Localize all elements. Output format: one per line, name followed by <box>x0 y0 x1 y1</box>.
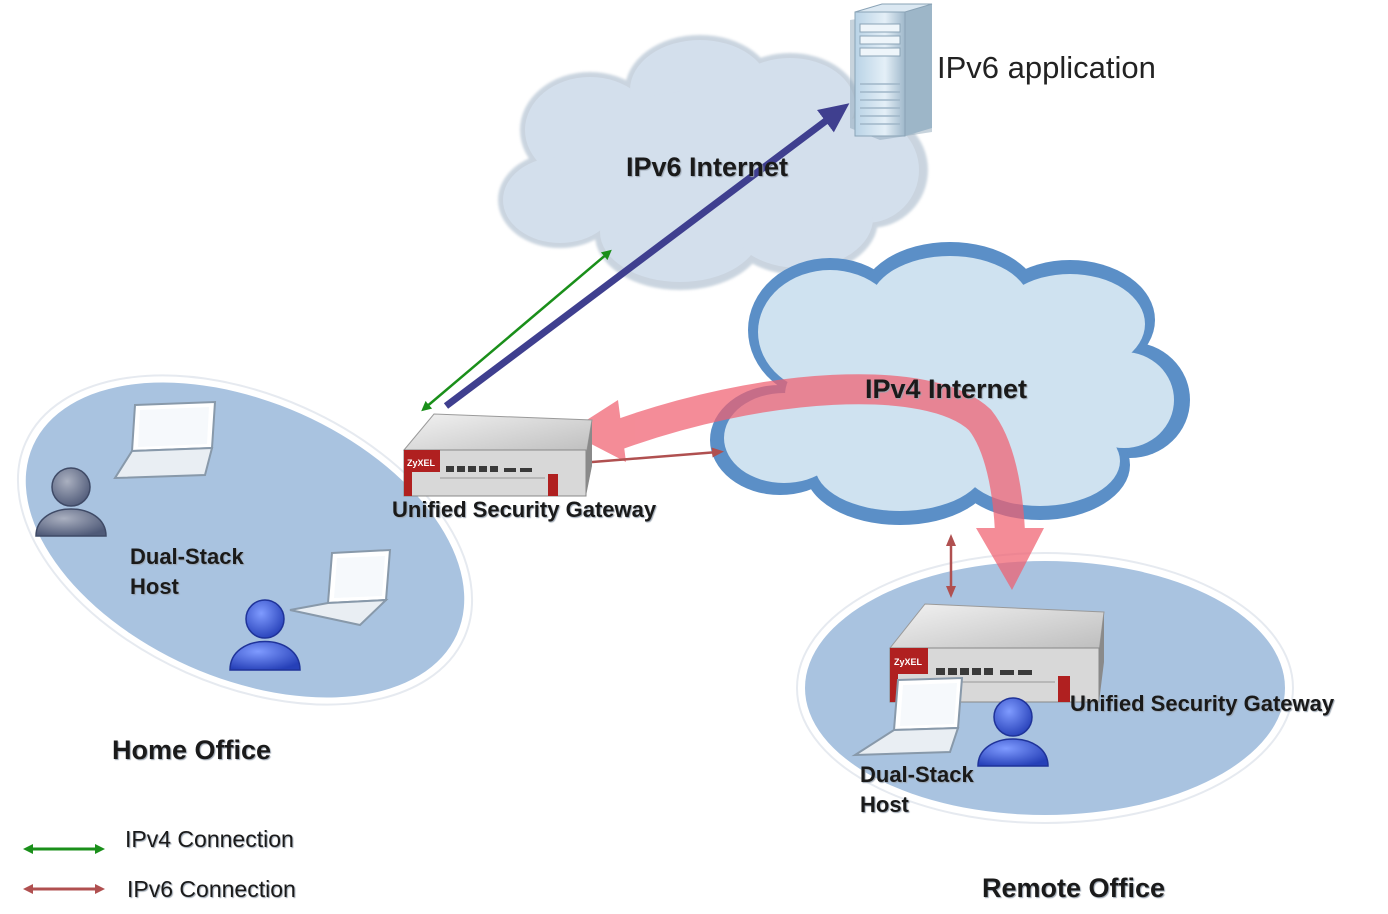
ipv6-application-arrow-icon <box>443 103 850 409</box>
server-icon <box>850 3 933 140</box>
remote-host-line2: Host <box>860 792 909 817</box>
home-office-label: Home Office <box>112 735 272 765</box>
laptop-icon <box>851 676 964 757</box>
home-host-label: Dual-Stack Host <box>130 542 244 602</box>
person-icon <box>229 599 301 671</box>
person-icon <box>35 467 107 537</box>
laptop-icon <box>113 400 217 480</box>
remote-host-line1: Dual-Stack <box>860 762 974 787</box>
remote-gateway-label: Unified Security Gateway <box>1070 691 1335 716</box>
ipv6-connection-line <box>579 447 724 465</box>
remote-host-label: Dual-Stack Host <box>860 760 974 820</box>
legend-ipv4-label: IPv4 Connection <box>125 826 294 852</box>
person-icon <box>977 697 1049 767</box>
legend-ipv6-label: IPv6 Connection <box>127 876 296 902</box>
home-gateway-label: Unified Security Gateway <box>392 497 657 522</box>
ipv4-cloud-icon <box>710 242 1190 525</box>
ipv4-internet-label: IPv4 Internet <box>865 374 1028 404</box>
remote-router-icon: ZyXEL <box>888 603 1105 703</box>
home-router-brand: ZyXEL <box>407 458 436 468</box>
ipv6-application-label: IPv6 application <box>937 50 1156 85</box>
ipv6-internet-label: IPv6 Internet <box>626 152 789 182</box>
remote-office-label: Remote Office <box>982 873 1166 903</box>
remote-router-brand: ZyXEL <box>894 657 923 667</box>
home-office-area <box>16 374 474 706</box>
home-router-icon: ZyXEL <box>402 413 593 497</box>
home-host-line1: Dual-Stack <box>130 544 244 569</box>
home-host-line2: Host <box>130 574 179 599</box>
ipv4-tunnel-arrow-icon <box>568 374 1044 590</box>
ipv6-cloud-icon <box>498 35 928 290</box>
laptop-icon <box>289 548 392 627</box>
ipv4-connection-line <box>421 249 612 412</box>
